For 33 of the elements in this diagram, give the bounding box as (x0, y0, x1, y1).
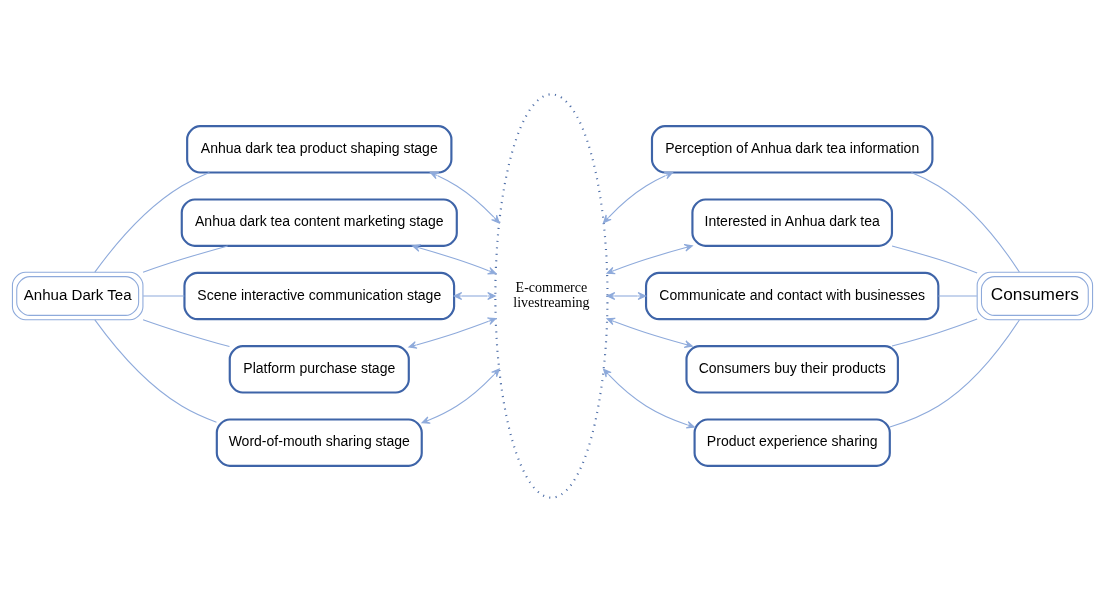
arrow (602, 171, 674, 224)
arrow (429, 171, 500, 224)
connector (891, 318, 978, 347)
node-box: Anhua dark tea product shaping stage (186, 125, 453, 174)
connector (142, 245, 229, 273)
connector (891, 245, 978, 274)
connector (142, 295, 185, 297)
node-box: Word-of-mouth sharing stage (215, 418, 423, 467)
node-box: Product experience sharing (693, 418, 891, 467)
arrow (408, 317, 497, 349)
node-box: Communicate and contact with businesses (644, 271, 940, 321)
connector (889, 319, 1020, 428)
node-box: Perception of Anhua dark tea information (650, 125, 934, 174)
arrow (411, 244, 497, 275)
connector (94, 319, 217, 423)
arrow (421, 368, 500, 424)
arrow (606, 244, 693, 275)
node-box: Scene interactive communication stage (183, 271, 456, 321)
node-ellipse: E-commerce livestreaming (494, 93, 609, 499)
node-box: Platform purchase stage (228, 345, 410, 394)
connector (142, 319, 230, 348)
arrow (606, 317, 693, 348)
arrow (602, 368, 695, 429)
connector (910, 172, 1020, 273)
arrow (453, 292, 496, 300)
node-box: Interested in Anhua dark tea (691, 198, 894, 247)
connector (937, 295, 978, 297)
connector (94, 172, 210, 273)
node-box: Anhua dark tea content marketing stage (180, 198, 458, 247)
node-box: Consumers (976, 271, 1094, 321)
arrow (606, 292, 647, 300)
node-box: Consumers buy their products (685, 345, 899, 394)
node-box: Anhua Dark Tea (11, 271, 144, 321)
